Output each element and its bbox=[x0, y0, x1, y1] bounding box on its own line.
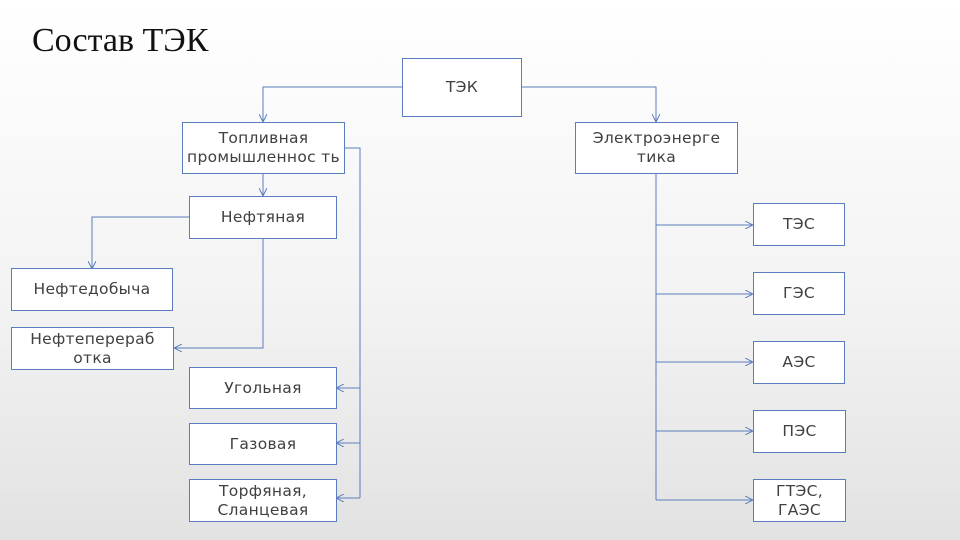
node-aes: АЭС bbox=[753, 341, 845, 384]
node-tes: ТЭС bbox=[753, 203, 845, 246]
node-gas: Газовая bbox=[189, 423, 337, 465]
node-electric-power: Электроэнерге тика bbox=[575, 122, 738, 174]
node-fuel-industry: Топливная промышленнос ть bbox=[182, 122, 345, 174]
node-oil-refining: Нефтеперераб отка bbox=[11, 327, 174, 370]
node-peat-shale: Торфяная, Сланцевая bbox=[189, 479, 337, 522]
node-oil: Нефтяная bbox=[189, 196, 337, 239]
node-oil-extraction: Нефтедобыча bbox=[11, 268, 173, 311]
node-coal: Угольная bbox=[189, 367, 337, 409]
node-tek: ТЭК bbox=[402, 58, 522, 117]
node-ges: ГЭС bbox=[753, 272, 845, 315]
connector-oil-extraction bbox=[92, 216, 190, 268]
connector-oil-refining bbox=[175, 239, 264, 348]
connector-fuel-trunk bbox=[344, 147, 361, 498]
slide-title: Состав ТЭК bbox=[32, 22, 209, 59]
node-gtes-gaes: ГТЭС, ГАЭС bbox=[753, 479, 846, 522]
node-pes: ПЭС bbox=[753, 410, 846, 453]
connector-tek-electric bbox=[521, 86, 656, 121]
connector-tek-fuel bbox=[263, 86, 403, 121]
